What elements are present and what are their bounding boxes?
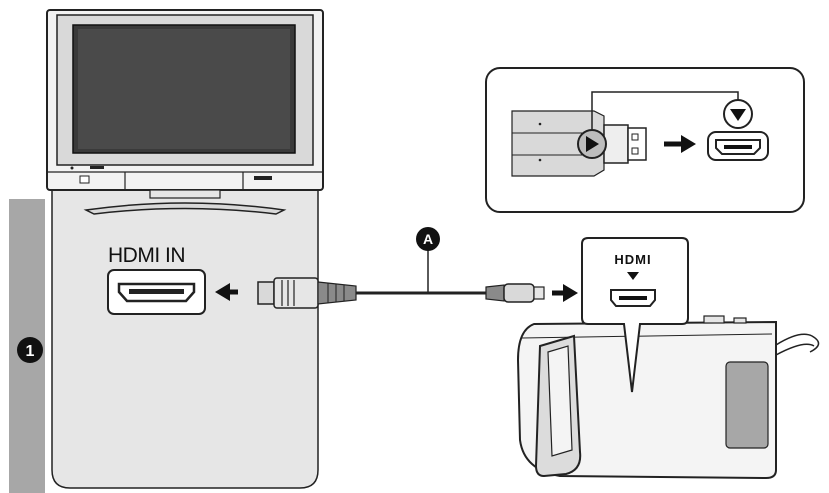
- step-number: 1: [26, 343, 35, 360]
- step-number-badge: 1: [17, 337, 43, 363]
- tv-hdmi-port: [107, 269, 206, 315]
- cable-marker-label: A: [423, 231, 433, 247]
- play-triangle-icon: [586, 136, 599, 152]
- tv-hdmi-in-label: HDMI IN: [108, 244, 185, 267]
- camera-hdmi-label: HDMI: [614, 252, 651, 267]
- down-triangle-icon: [730, 109, 746, 121]
- tv-rear-panel: [51, 187, 319, 489]
- camcorder-icon: [516, 315, 820, 480]
- plug-orientation-inset: [485, 67, 805, 213]
- camera-hdmi-callout: HDMI: [581, 237, 689, 393]
- cable-marker-badge: A: [416, 227, 440, 293]
- tv-icon: [46, 9, 324, 215]
- hdmi-cable-icon: [257, 277, 545, 309]
- arrow-icon: [215, 283, 238, 301]
- camera-hdmi-port: [610, 289, 656, 307]
- arrow-icon-camera: [552, 284, 578, 302]
- port-triangle-icon: [627, 272, 639, 280]
